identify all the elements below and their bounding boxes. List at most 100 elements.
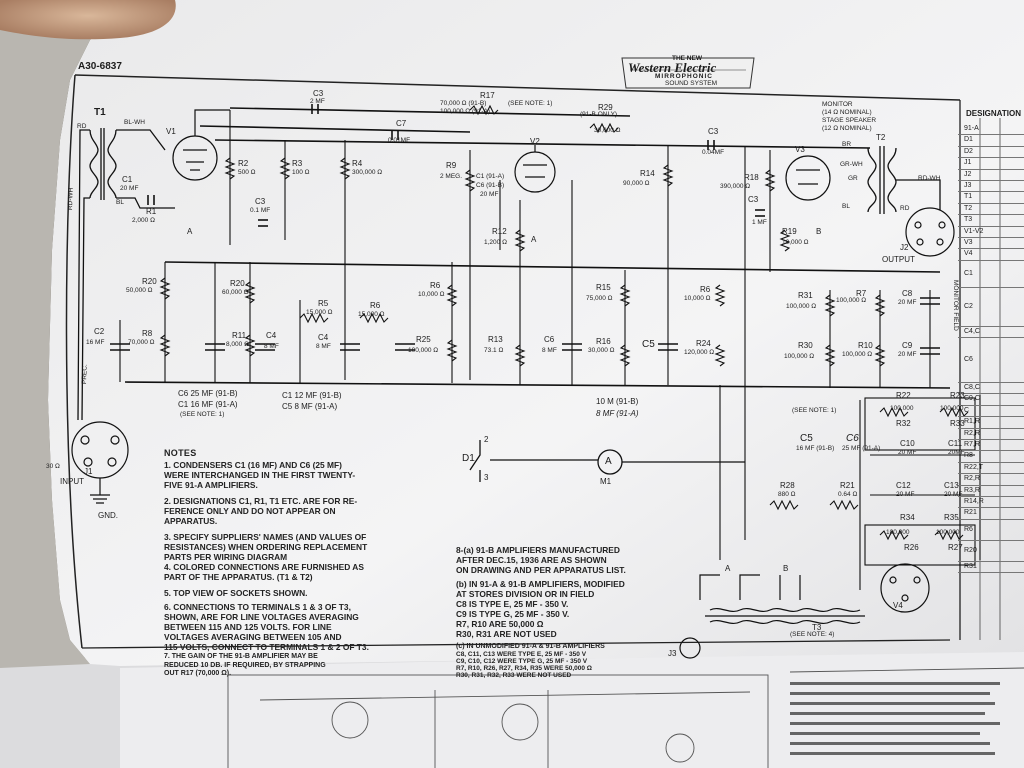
table-row: D1	[958, 135, 1024, 147]
label-R21-val: 0.64 Ω	[838, 491, 858, 498]
note-2-line2: FERENCE ONLY AND DO NOT APPEAR ON	[164, 506, 336, 516]
label-R16: R16	[596, 337, 611, 346]
label-sw2: 2	[484, 435, 489, 444]
label-B2: B	[783, 564, 789, 573]
label-R20-val: 50,000 Ω	[126, 287, 153, 294]
table-row: R8	[958, 451, 1024, 463]
label-C7-val: 0.01MF	[388, 137, 411, 144]
label-R13-val: 73.1 Ω	[484, 347, 504, 354]
label-GR: GR	[848, 175, 858, 182]
label-C7: C7	[396, 119, 407, 128]
label-V4: V4	[893, 601, 903, 610]
table-row: R31	[958, 562, 1024, 574]
label-sw3: 3	[484, 473, 489, 482]
label-R2: R2	[238, 159, 249, 168]
label-RD-WH2: RD-WH	[918, 175, 941, 182]
table-row: C6	[958, 338, 1024, 384]
label-C8: C8	[902, 289, 913, 298]
label-R28: R28	[780, 481, 795, 490]
label-C10: C10	[900, 439, 915, 448]
note-3-line2: RESISTANCES) WHEN ORDERING REPLACEMENT	[164, 542, 368, 552]
label-R12-val: 1,200 Ω	[484, 239, 507, 246]
note-8c-line5: R30, R31, R32, R33 WERE NOT USED	[456, 672, 572, 679]
label-C4: C4	[266, 331, 277, 340]
label-C5b: C5	[800, 433, 813, 444]
label-C-val: 20 MF	[480, 191, 499, 198]
note-8c-line1: (c) IN UNMODIFIED 91-A & 91-B AMPLIFIERS	[456, 643, 605, 650]
label-R9-val: 2 MEG.	[440, 173, 463, 180]
label-R6a: R6	[370, 301, 381, 310]
label-prec: PREC.	[81, 364, 89, 385]
label-C4b-val: 8 MF	[316, 343, 331, 350]
label-R29-note: (91-B ONLY)	[580, 111, 618, 118]
label-C10-val: 20 MF	[898, 449, 917, 456]
note-6-line3: BETWEEN 115 AND 125 VOLTS. FOR LINE	[164, 622, 332, 632]
label-R28-val: 880 Ω	[778, 491, 796, 498]
note-3-line3: PARTS PER WIRING DIAGRAM	[164, 552, 288, 562]
label-gnd: GND.	[98, 511, 118, 520]
label-M1: M1	[600, 477, 612, 486]
label-C11: C11	[948, 439, 963, 448]
label-R13: R13	[488, 335, 503, 344]
label-C3-top-val: 2 MF	[310, 98, 325, 105]
label-R11-val: 8,000 Ω	[226, 341, 249, 348]
label-C2-val: 16 MF	[86, 339, 105, 346]
label-C3b-val: 0.1 MF	[250, 207, 271, 214]
label-R14-val: 90,000 Ω	[623, 180, 650, 187]
label-C3d-val: 1 MF	[752, 219, 767, 226]
label-C3c: C3	[708, 127, 719, 136]
note-5-line1: 5. TOP VIEW OF SOCKETS SHOWN.	[164, 588, 308, 598]
label-R5-val: 15,000 Ω	[306, 309, 333, 316]
note-1-line3: FIVE 91-A AMPLIFIERS.	[164, 480, 258, 490]
label-C4b: C4	[318, 333, 329, 342]
label-T3: T3	[812, 623, 822, 632]
label-R6a-val: 15,000 Ω	[358, 311, 385, 318]
table-header: DESIGNATION	[966, 109, 1021, 118]
label-C6c: C6	[846, 433, 859, 444]
note-1-line2: WERE INTERCHANGED IN THE FIRST TWENTY-	[164, 470, 356, 480]
label-R6c: R6	[700, 285, 711, 294]
label-C6b: C6 (91-B)	[476, 182, 505, 189]
label-R32: R32	[896, 419, 911, 428]
table-row: R20	[958, 541, 1024, 562]
label-R24: R24	[696, 339, 711, 348]
note-2-line3: APPARATUS.	[164, 516, 218, 526]
note-7-line2: REDUCED 10 DB. IF REQUIRED, BY STRAPPING	[164, 662, 326, 669]
label-C2: C2	[94, 327, 105, 336]
label-R25-val: 100,000 Ω	[408, 347, 439, 354]
label-R17: R17	[480, 91, 495, 100]
table-row: V3	[958, 238, 1024, 250]
label-R16-val: 30,000 Ω	[588, 347, 615, 354]
label-R19-val: 10,000 Ω	[782, 239, 809, 246]
note-2-line1: 2. DESIGNATIONS C1, R1, T1 ETC. ARE FOR …	[164, 496, 358, 506]
label-R17-note: (SEE NOTE: 1)	[508, 100, 553, 107]
label-BL: BL	[116, 199, 124, 206]
label-R11: R11	[232, 331, 247, 340]
label-R26: R26	[904, 543, 919, 552]
label-R22: R22	[896, 391, 911, 400]
table-row: R2,R	[958, 474, 1024, 486]
label-C6c-val: 25 MF (91-A)	[842, 445, 881, 452]
label-30ohm: 30 Ω	[46, 463, 60, 470]
label-R6-val: 10,000 Ω	[418, 291, 445, 298]
logo-line4: SOUND SYSTEM	[665, 80, 718, 87]
label-R14: R14	[640, 169, 655, 178]
note-8b-line1: (b) IN 91-A & 91-B AMPLIFIERS, MODIFIED	[456, 579, 625, 589]
label-C3d: C3	[748, 195, 759, 204]
label-R31-val: 100,000 Ω	[786, 303, 817, 310]
label-R9: R9	[446, 161, 457, 170]
label-stage-ohms: (12 Ω NOMINAL)	[822, 125, 872, 132]
table-row: R6	[958, 520, 1024, 541]
label-C6-note2: C1 16 MF (91-A)	[178, 400, 238, 409]
note-1-line1: 1. CONDENSERS C1 (16 MF) AND C6 (25 MF)	[164, 460, 342, 470]
label-R17-val1: 70,000 Ω (91-B)	[440, 100, 487, 107]
label-C5b-val: 16 MF (91-B)	[796, 445, 835, 452]
label-R24-val: 120,000 Ω	[684, 349, 715, 356]
label-monitor-field: MONITOR FIELD	[952, 280, 959, 331]
label-A: A	[531, 235, 537, 244]
note-8b-line2: AT STORES DIVISION OR IN FIELD	[456, 589, 595, 599]
table-row: C	[958, 406, 1024, 418]
note-8c-line3: C9, C10, C12 WERE TYPE G, 25 MF - 350 V	[456, 658, 588, 665]
logo-line1: THE NEW	[672, 55, 702, 62]
